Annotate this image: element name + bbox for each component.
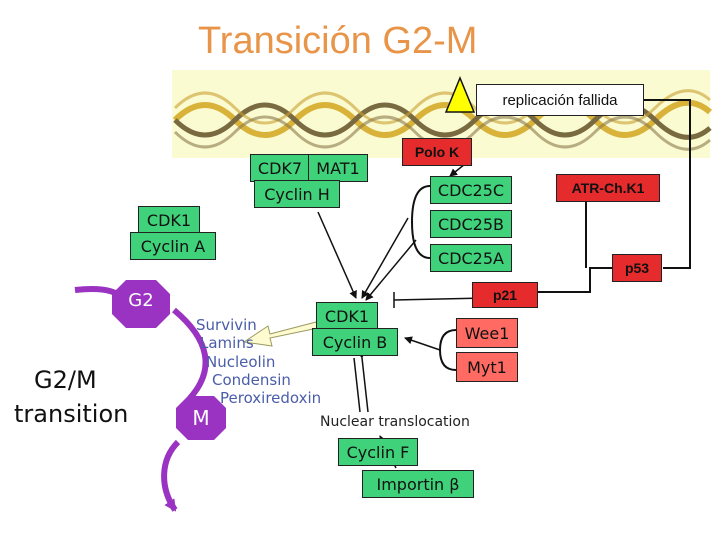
substrate-survivin: Survivin bbox=[196, 316, 257, 334]
cyclin-a-box: Cyclin A bbox=[130, 232, 216, 260]
substrate-nucleolin: Nucleolin bbox=[206, 353, 276, 371]
cyclin-h-box: Cyclin H bbox=[254, 180, 340, 208]
cdc25a-box: CDC25A bbox=[430, 244, 512, 272]
m-phase-label: M bbox=[192, 406, 210, 430]
cdk1-b-box: CDK1 bbox=[316, 302, 378, 330]
substrate-arrow bbox=[242, 321, 319, 347]
g2m-transition-line1: G2/M bbox=[34, 366, 97, 394]
g2-phase-octagon bbox=[112, 280, 170, 328]
nuclear-translocation-label: Nuclear translocation bbox=[320, 414, 470, 430]
importin-beta-box: Importin β bbox=[362, 470, 474, 498]
substrate-lamins: Lamins bbox=[200, 334, 254, 352]
substrate-condensin: Condensin bbox=[212, 371, 291, 389]
cdc25-bracket bbox=[410, 185, 431, 259]
myt1-box: Myt1 bbox=[456, 352, 518, 382]
p53-box: p53 bbox=[612, 254, 662, 282]
cyclin-b-box: Cyclin B bbox=[312, 328, 398, 356]
wee1-box: Wee1 bbox=[456, 318, 518, 348]
g2m-transition-line2: transition bbox=[14, 400, 129, 428]
atr-chk1-box: ATR-Ch.K1 bbox=[556, 174, 660, 202]
warning-triangle-icon bbox=[444, 76, 476, 113]
mat1-box: MAT1 bbox=[308, 154, 368, 182]
cdc25c-box: CDC25C bbox=[430, 176, 512, 204]
cdk1-a-box: CDK1 bbox=[138, 206, 200, 234]
p21-box: p21 bbox=[472, 282, 538, 308]
cdc25b-box: CDC25B bbox=[430, 210, 512, 238]
cyclin-f-box: Cyclin F bbox=[338, 438, 418, 466]
replication-failed-label: replicación fallida bbox=[476, 84, 644, 116]
wee1-myt1-bracket bbox=[438, 329, 457, 371]
cdk7-box: CDK7 bbox=[250, 154, 310, 182]
page-title: Transición G2-M bbox=[198, 20, 478, 62]
polo-k-box: Polo K bbox=[402, 138, 472, 166]
g2-phase-label: G2 bbox=[128, 290, 154, 311]
substrate-peroxiredoxin: Peroxiredoxin bbox=[220, 389, 322, 407]
m-phase-octagon bbox=[176, 396, 226, 440]
